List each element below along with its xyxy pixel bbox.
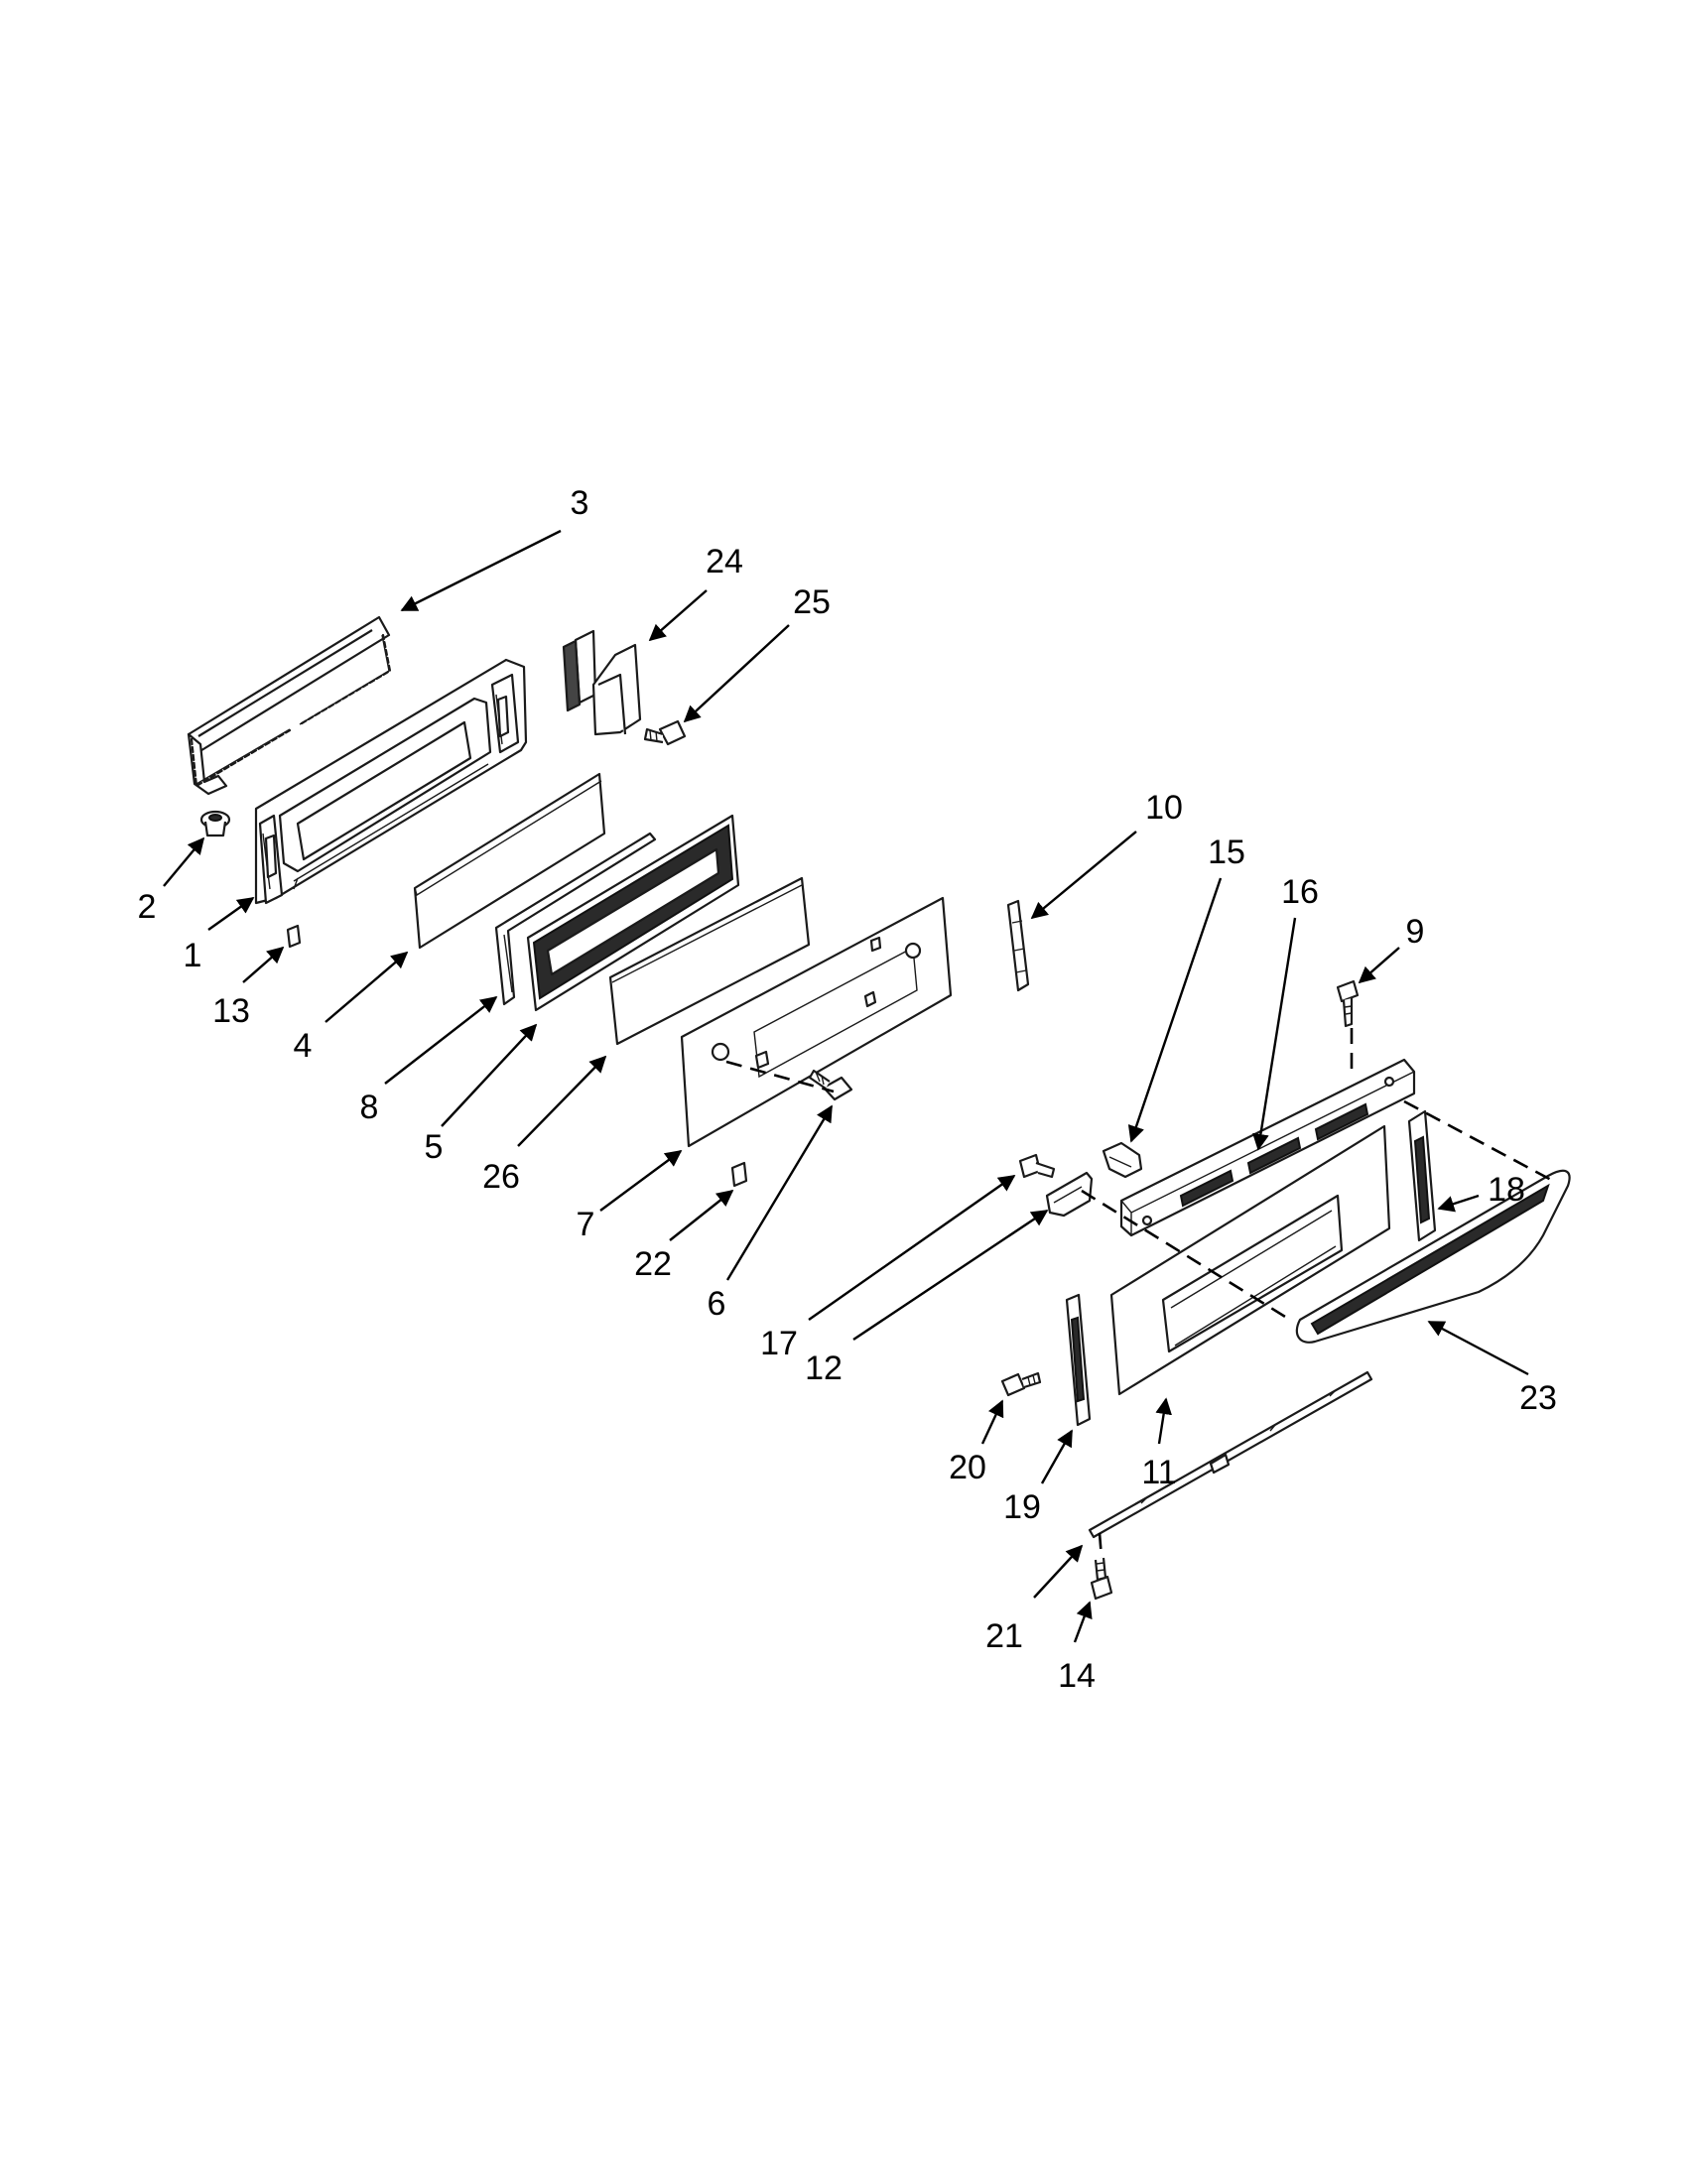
callout-8: 8 bbox=[360, 1089, 379, 1126]
part-25-screw bbox=[643, 719, 687, 746]
callout-18: 18 bbox=[1488, 1171, 1525, 1209]
callout-23: 23 bbox=[1519, 1379, 1557, 1417]
part-2-plug bbox=[199, 810, 231, 837]
leader-25 bbox=[683, 624, 790, 723]
leader-15 bbox=[1127, 877, 1223, 1143]
leader-12 bbox=[852, 1210, 1049, 1341]
callout-16: 16 bbox=[1281, 873, 1319, 911]
callout-25: 25 bbox=[793, 583, 831, 621]
leader-9 bbox=[1358, 947, 1400, 984]
callout-3: 3 bbox=[571, 484, 589, 522]
callout-4: 4 bbox=[294, 1027, 313, 1065]
callout-6: 6 bbox=[708, 1285, 726, 1323]
part-24-hinge bbox=[562, 629, 642, 736]
leader-20 bbox=[980, 1399, 1004, 1445]
callout-1: 1 bbox=[184, 937, 202, 974]
callout-19: 19 bbox=[1003, 1488, 1041, 1526]
part-9-screw bbox=[1336, 979, 1360, 1028]
part-18-side-trim bbox=[1407, 1109, 1437, 1242]
leader-26 bbox=[517, 1055, 607, 1147]
callout-20: 20 bbox=[949, 1449, 986, 1486]
leader-3 bbox=[400, 529, 562, 612]
leader-24 bbox=[648, 589, 708, 642]
part-13-pad bbox=[286, 924, 302, 949]
leader-6 bbox=[725, 1104, 834, 1281]
parts-layer bbox=[187, 615, 1571, 1601]
callout-17: 17 bbox=[760, 1325, 798, 1362]
part-26-glass bbox=[608, 876, 811, 1046]
callout-5: 5 bbox=[425, 1128, 444, 1166]
callout-11: 11 bbox=[1141, 1454, 1176, 1491]
leader-8 bbox=[384, 995, 498, 1085]
callout-21: 21 bbox=[985, 1617, 1023, 1655]
part-8-spacer bbox=[494, 832, 657, 1006]
leader-13 bbox=[242, 946, 285, 983]
callout-14: 14 bbox=[1058, 1657, 1096, 1695]
callout-labels: 3 24 25 2 1 13 4 8 5 26 7 22 6 10 15 16 … bbox=[138, 484, 1557, 1695]
part-11-outer-panel bbox=[1109, 1124, 1391, 1396]
part-10-bracket bbox=[1006, 899, 1030, 992]
leader-21 bbox=[1033, 1544, 1084, 1599]
part-23-handle bbox=[1295, 1169, 1571, 1344]
part-22-block bbox=[730, 1161, 748, 1188]
leader-2 bbox=[163, 836, 205, 887]
callout-22: 22 bbox=[634, 1245, 672, 1283]
assembly-lines bbox=[725, 1028, 1554, 1559]
callout-12: 12 bbox=[805, 1349, 843, 1387]
leader-16 bbox=[1252, 917, 1297, 1151]
leader-lines bbox=[163, 529, 1529, 1643]
part-21-bottom-trim bbox=[1088, 1370, 1373, 1539]
leader-7 bbox=[599, 1150, 683, 1212]
leader-11 bbox=[1155, 1397, 1172, 1445]
callout-2: 2 bbox=[138, 888, 157, 926]
callout-10: 10 bbox=[1145, 789, 1183, 827]
leader-14 bbox=[1073, 1601, 1093, 1643]
leader-23 bbox=[1427, 1320, 1529, 1376]
part-12-hinge-bracket bbox=[1045, 1171, 1094, 1218]
callout-13: 13 bbox=[212, 992, 250, 1030]
leader-22 bbox=[669, 1189, 734, 1241]
callout-7: 7 bbox=[577, 1206, 595, 1243]
part-4-glass bbox=[413, 772, 606, 950]
part-7-panel bbox=[680, 896, 953, 1148]
part-5-glass-pack bbox=[526, 814, 740, 1012]
callout-26: 26 bbox=[482, 1158, 520, 1196]
part-3-gasket bbox=[187, 615, 392, 796]
leader-10 bbox=[1030, 831, 1137, 920]
part-1-door-liner bbox=[254, 658, 528, 905]
part-17-screw bbox=[1018, 1153, 1056, 1179]
callout-24: 24 bbox=[706, 543, 743, 580]
leader-19 bbox=[1040, 1429, 1074, 1484]
leader-1 bbox=[207, 897, 255, 931]
leader-17 bbox=[808, 1175, 1016, 1321]
leader-5 bbox=[441, 1023, 538, 1127]
part-6-screw bbox=[808, 1069, 853, 1101]
leader-18 bbox=[1437, 1194, 1480, 1213]
callout-9: 9 bbox=[1406, 913, 1425, 951]
part-15-clip bbox=[1102, 1141, 1143, 1179]
part-19-side-trim bbox=[1065, 1293, 1092, 1427]
part-14-screw bbox=[1090, 1557, 1113, 1601]
part-20-screw bbox=[1000, 1371, 1042, 1397]
leader-4 bbox=[325, 951, 409, 1023]
callout-15: 15 bbox=[1208, 834, 1245, 871]
